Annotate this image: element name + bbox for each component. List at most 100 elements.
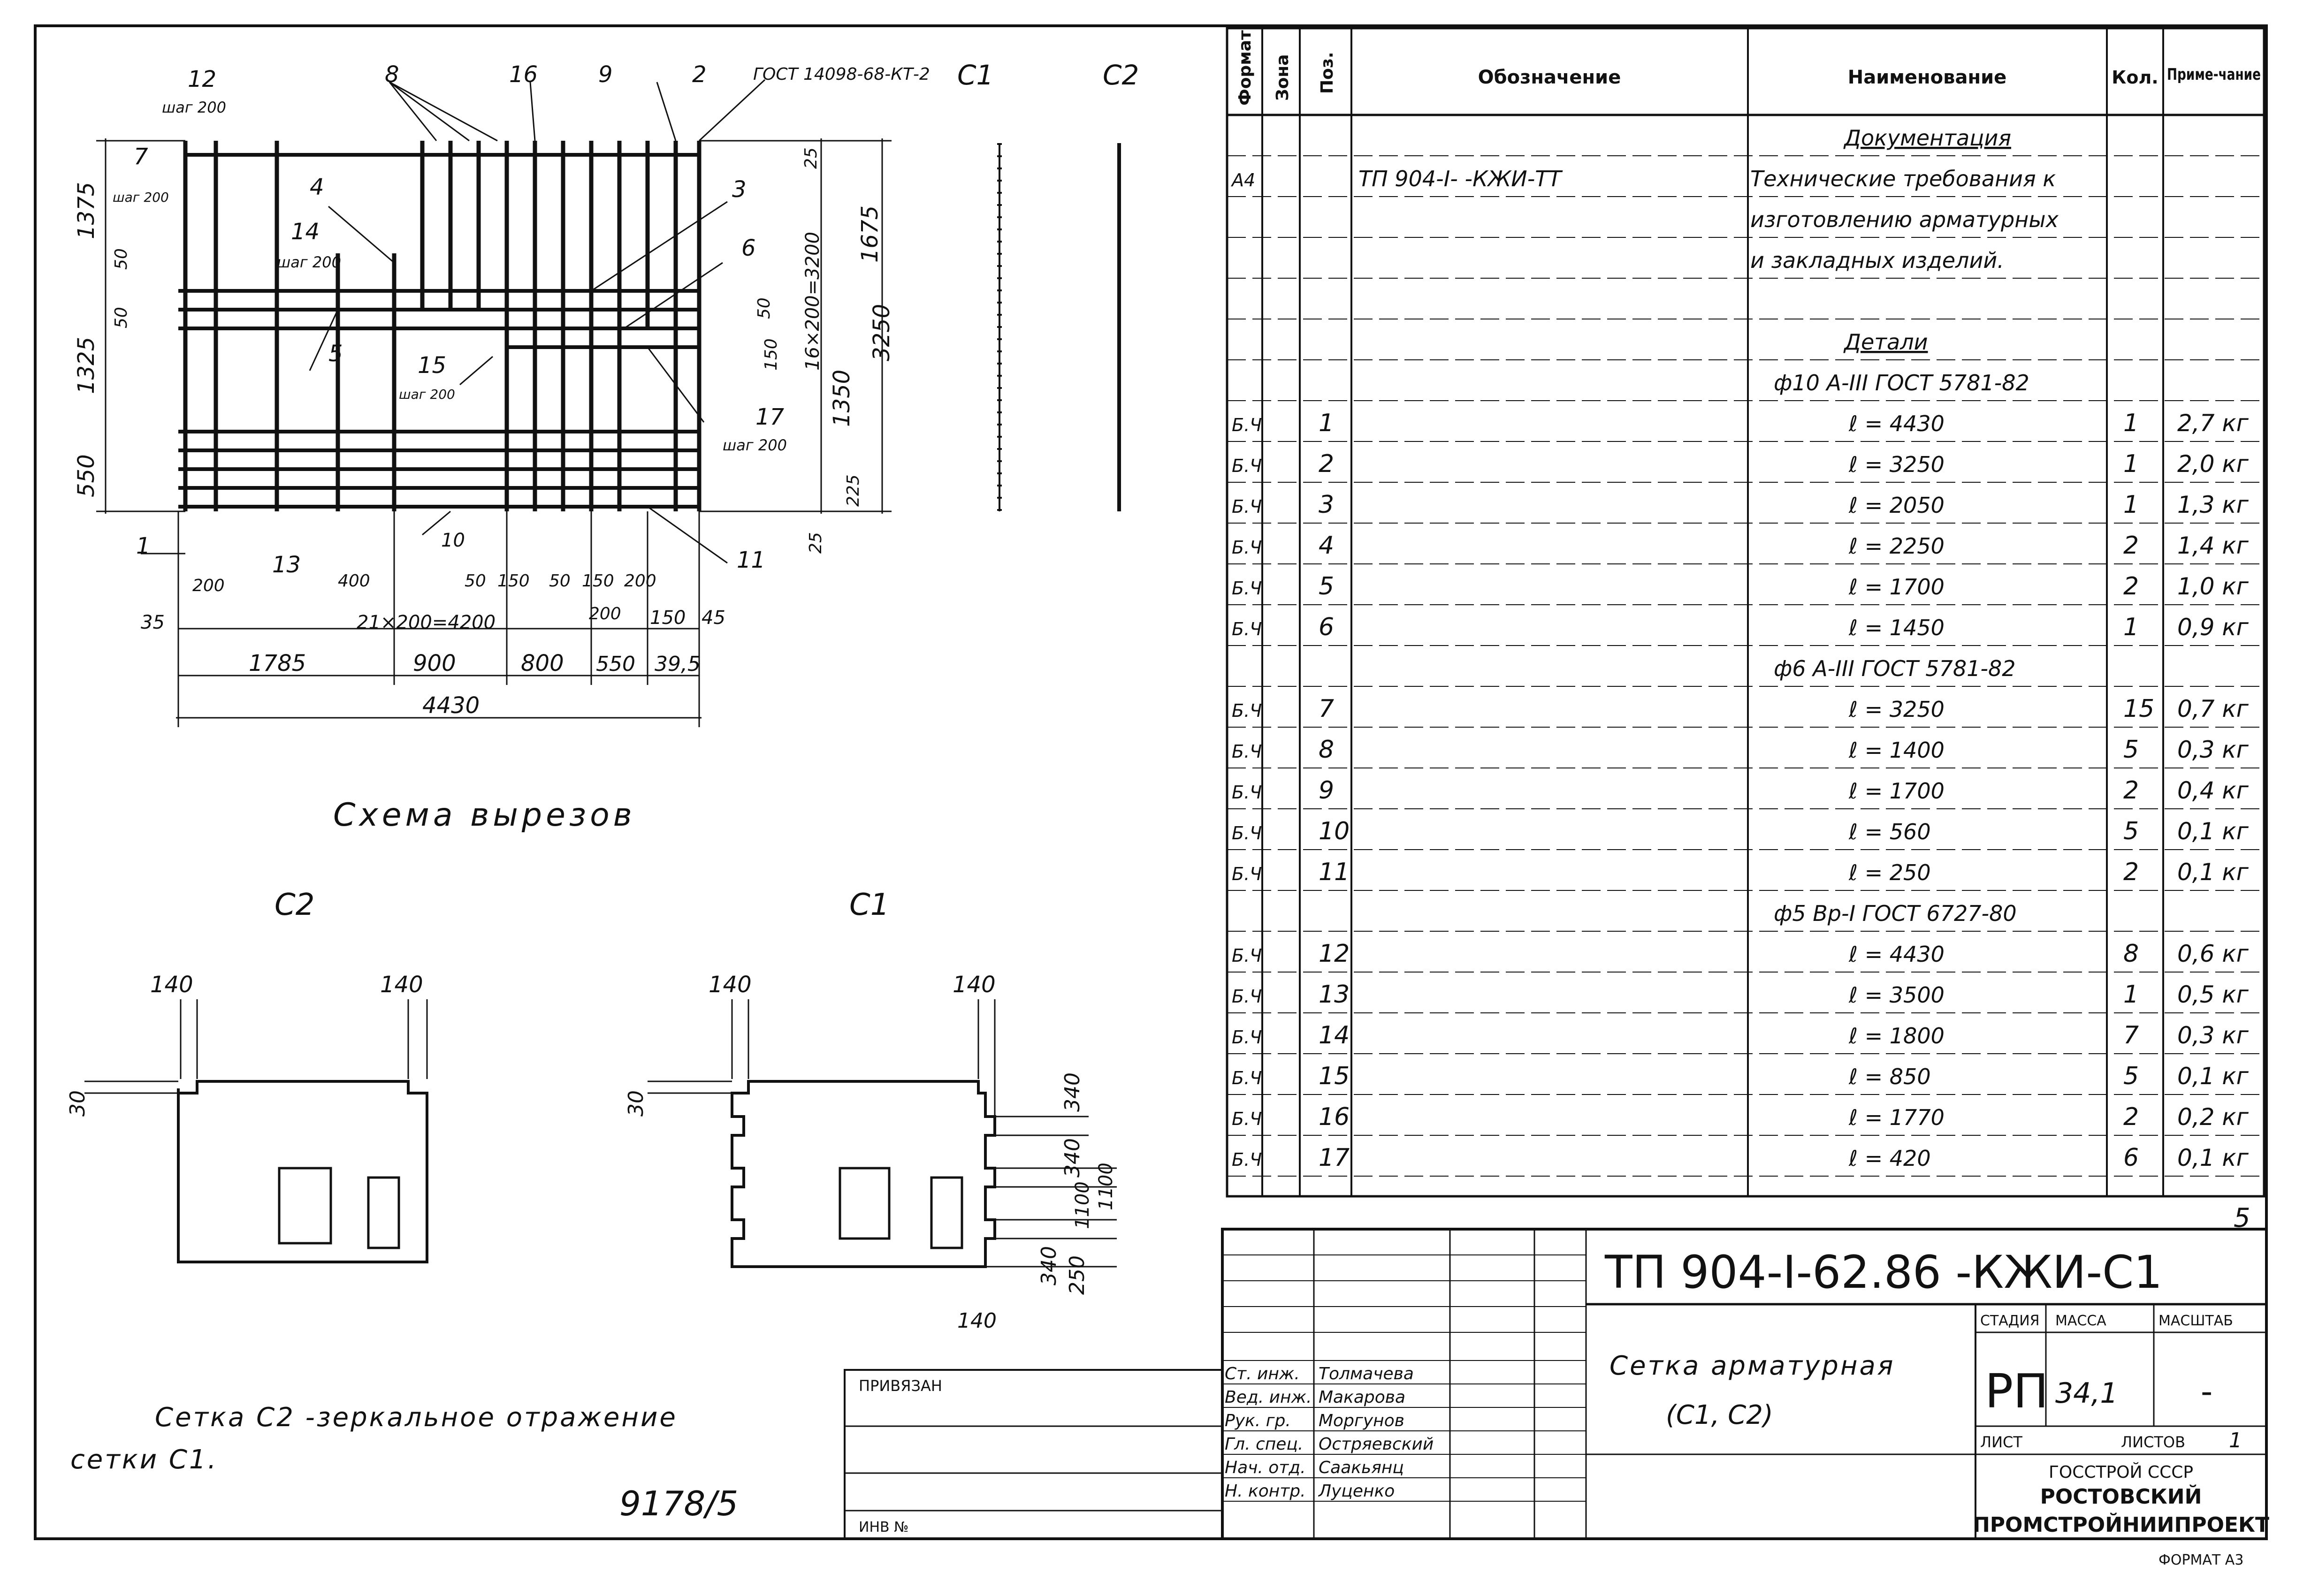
scale-value: - (2201, 1372, 2212, 1411)
cut-c2-d140b: 140 (380, 972, 423, 998)
dim-1375: 1375 (73, 182, 99, 239)
spec-cell-name: ℓ = 850 (1848, 1064, 1931, 1089)
spec-cell-note: 1,4 кг (2177, 532, 2249, 559)
dim-150c: 150 (582, 571, 614, 591)
spec-cell-note: 0,1 кг (2177, 1063, 2249, 1090)
spec-cell-format: Б.Ч (1232, 823, 1262, 844)
spec-row: Детали (1843, 329, 1928, 355)
cut-c1-d340b: 340 (1060, 1138, 1084, 1178)
spec-cell-name: ℓ = 1770 (1848, 1105, 1945, 1130)
spec-cell-name: ℓ = 420 (1848, 1146, 1931, 1171)
cut-scheme-c1: С1 140 140 30 340 340 1100 1100 340 250 … (624, 888, 1117, 1333)
spec-row: и закладных изделий. (1750, 248, 2004, 273)
spec-cell-pos: 4 (1319, 532, 1334, 560)
mass-label: МАССА (2055, 1313, 2106, 1329)
spec-cell-format: Б.Ч (1232, 741, 1262, 762)
staff-row: Ст. инж.Толмачева (1225, 1364, 1414, 1383)
spec-cell-qty: 1 (2123, 450, 2139, 478)
header-pos: Поз. (1318, 52, 1337, 94)
spec-cell-format: А4 (1230, 170, 1255, 190)
dim-4430: 4430 (422, 692, 480, 719)
spec-cell-format: Б.Ч (1232, 986, 1262, 1007)
pos-1: 1 (136, 533, 151, 559)
spec-cell-name: ℓ = 250 (1848, 860, 1931, 885)
inv-label: ИНВ № (859, 1519, 908, 1535)
dim-50c: 50 (755, 297, 774, 319)
step-15: шаг 200 (399, 387, 455, 402)
spec-cell-note: 0,1 кг (2177, 1144, 2249, 1171)
spec-cell-pos: 9 (1319, 776, 1334, 805)
diagram-title: Схема вырезов (333, 797, 636, 834)
dim-150b: 150 (497, 571, 530, 591)
sheet-label: ЛИСТ (1980, 1433, 2022, 1451)
spec-cell-note: 2,0 кг (2177, 450, 2249, 478)
spec-cell-format: Б.Ч (1232, 537, 1262, 558)
spec-cell-format: Б.Ч (1232, 456, 1262, 476)
cut-c2-d140a: 140 (150, 972, 193, 998)
dim-200a: 200 (192, 576, 225, 595)
spec-cell-pos: 13 (1319, 980, 1350, 1009)
spec-cell-note: 0,9 кг (2177, 614, 2249, 641)
cut-c2-title: С2 (275, 888, 314, 922)
staff-row: Н. контр.Луценко (1225, 1482, 1395, 1501)
mesh-side-views (997, 143, 1121, 511)
cut-c1-d30: 30 (624, 1090, 648, 1117)
staff-row: Гл. спец.Остряевский (1225, 1435, 1434, 1454)
dim-550b: 550 (596, 652, 635, 676)
dim-3250: 3250 (869, 304, 895, 361)
spec-cell-format: Б.Ч (1232, 619, 1262, 639)
cut-c1-d1100a: 1100 (1095, 1163, 1117, 1210)
header-qty: Кол. (2112, 67, 2158, 88)
pos-7: 7 (134, 144, 148, 170)
staff-role: Вед. инж. (1225, 1388, 1312, 1407)
staff-name: Макарова (1319, 1388, 1405, 1407)
spec-header: Формат Зона Поз. Обозначение Наименовани… (1236, 30, 2261, 106)
spec-cell-name: ℓ = 1700 (1848, 778, 1945, 804)
dim-25b: 25 (806, 532, 825, 554)
note-line-2: сетки С1. (70, 1444, 218, 1475)
spec-cell-name: Детали (1843, 329, 1928, 355)
spec-cell-pos: 14 (1319, 1021, 1350, 1049)
org-line-2: РОСТОВСКИЙ (2040, 1484, 2202, 1509)
spec-row: ф6 А-III ГОСТ 5781-82 (1774, 656, 2015, 681)
spec-cell-note: 0,1 кг (2177, 818, 2249, 845)
header-name: Наименование (1848, 67, 2007, 88)
dim-16x200: 16×200=3200 (802, 232, 824, 371)
dim-150: 150 (762, 338, 781, 371)
spec-cell-note: 0,1 кг (2177, 859, 2249, 886)
dimension-lines (96, 79, 892, 727)
spec-cell-qty: 2 (2123, 572, 2139, 600)
header-format: Формат (1236, 30, 1255, 106)
staff-row: Нач. отд.Саакьянц (1225, 1458, 1404, 1477)
spec-cell-note: 0,2 кг (2177, 1103, 2249, 1131)
spec-cell-qty: 5 (2123, 817, 2139, 845)
spec-cell-format: Б.Ч (1232, 700, 1262, 721)
spec-row: Документация (1843, 125, 2011, 151)
spec-cell-format: Б.Ч (1232, 782, 1262, 803)
cut-c1-d340a: 340 (1060, 1072, 1084, 1112)
pos-3: 3 (732, 176, 747, 203)
staff-name: Луценко (1318, 1482, 1395, 1501)
spec-cell-qty: 7 (2123, 1021, 2139, 1049)
grid-label-c1: С1 (957, 59, 993, 91)
stage-value: РП (1985, 1364, 2049, 1419)
dim-200b: 200 (624, 571, 656, 591)
spec-cell-qty: 2 (2123, 776, 2139, 805)
dim-45: 45 (702, 607, 725, 629)
spec-cell-qty: 1 (2123, 613, 2139, 641)
spec-cell-qty: 2 (2123, 532, 2139, 560)
pos-6: 6 (741, 235, 756, 261)
staff-role: Рук. гр. (1225, 1411, 1291, 1430)
pos-5: 5 (328, 341, 343, 367)
staff-name: Толмачева (1319, 1364, 1414, 1383)
pos-9: 9 (598, 61, 613, 88)
